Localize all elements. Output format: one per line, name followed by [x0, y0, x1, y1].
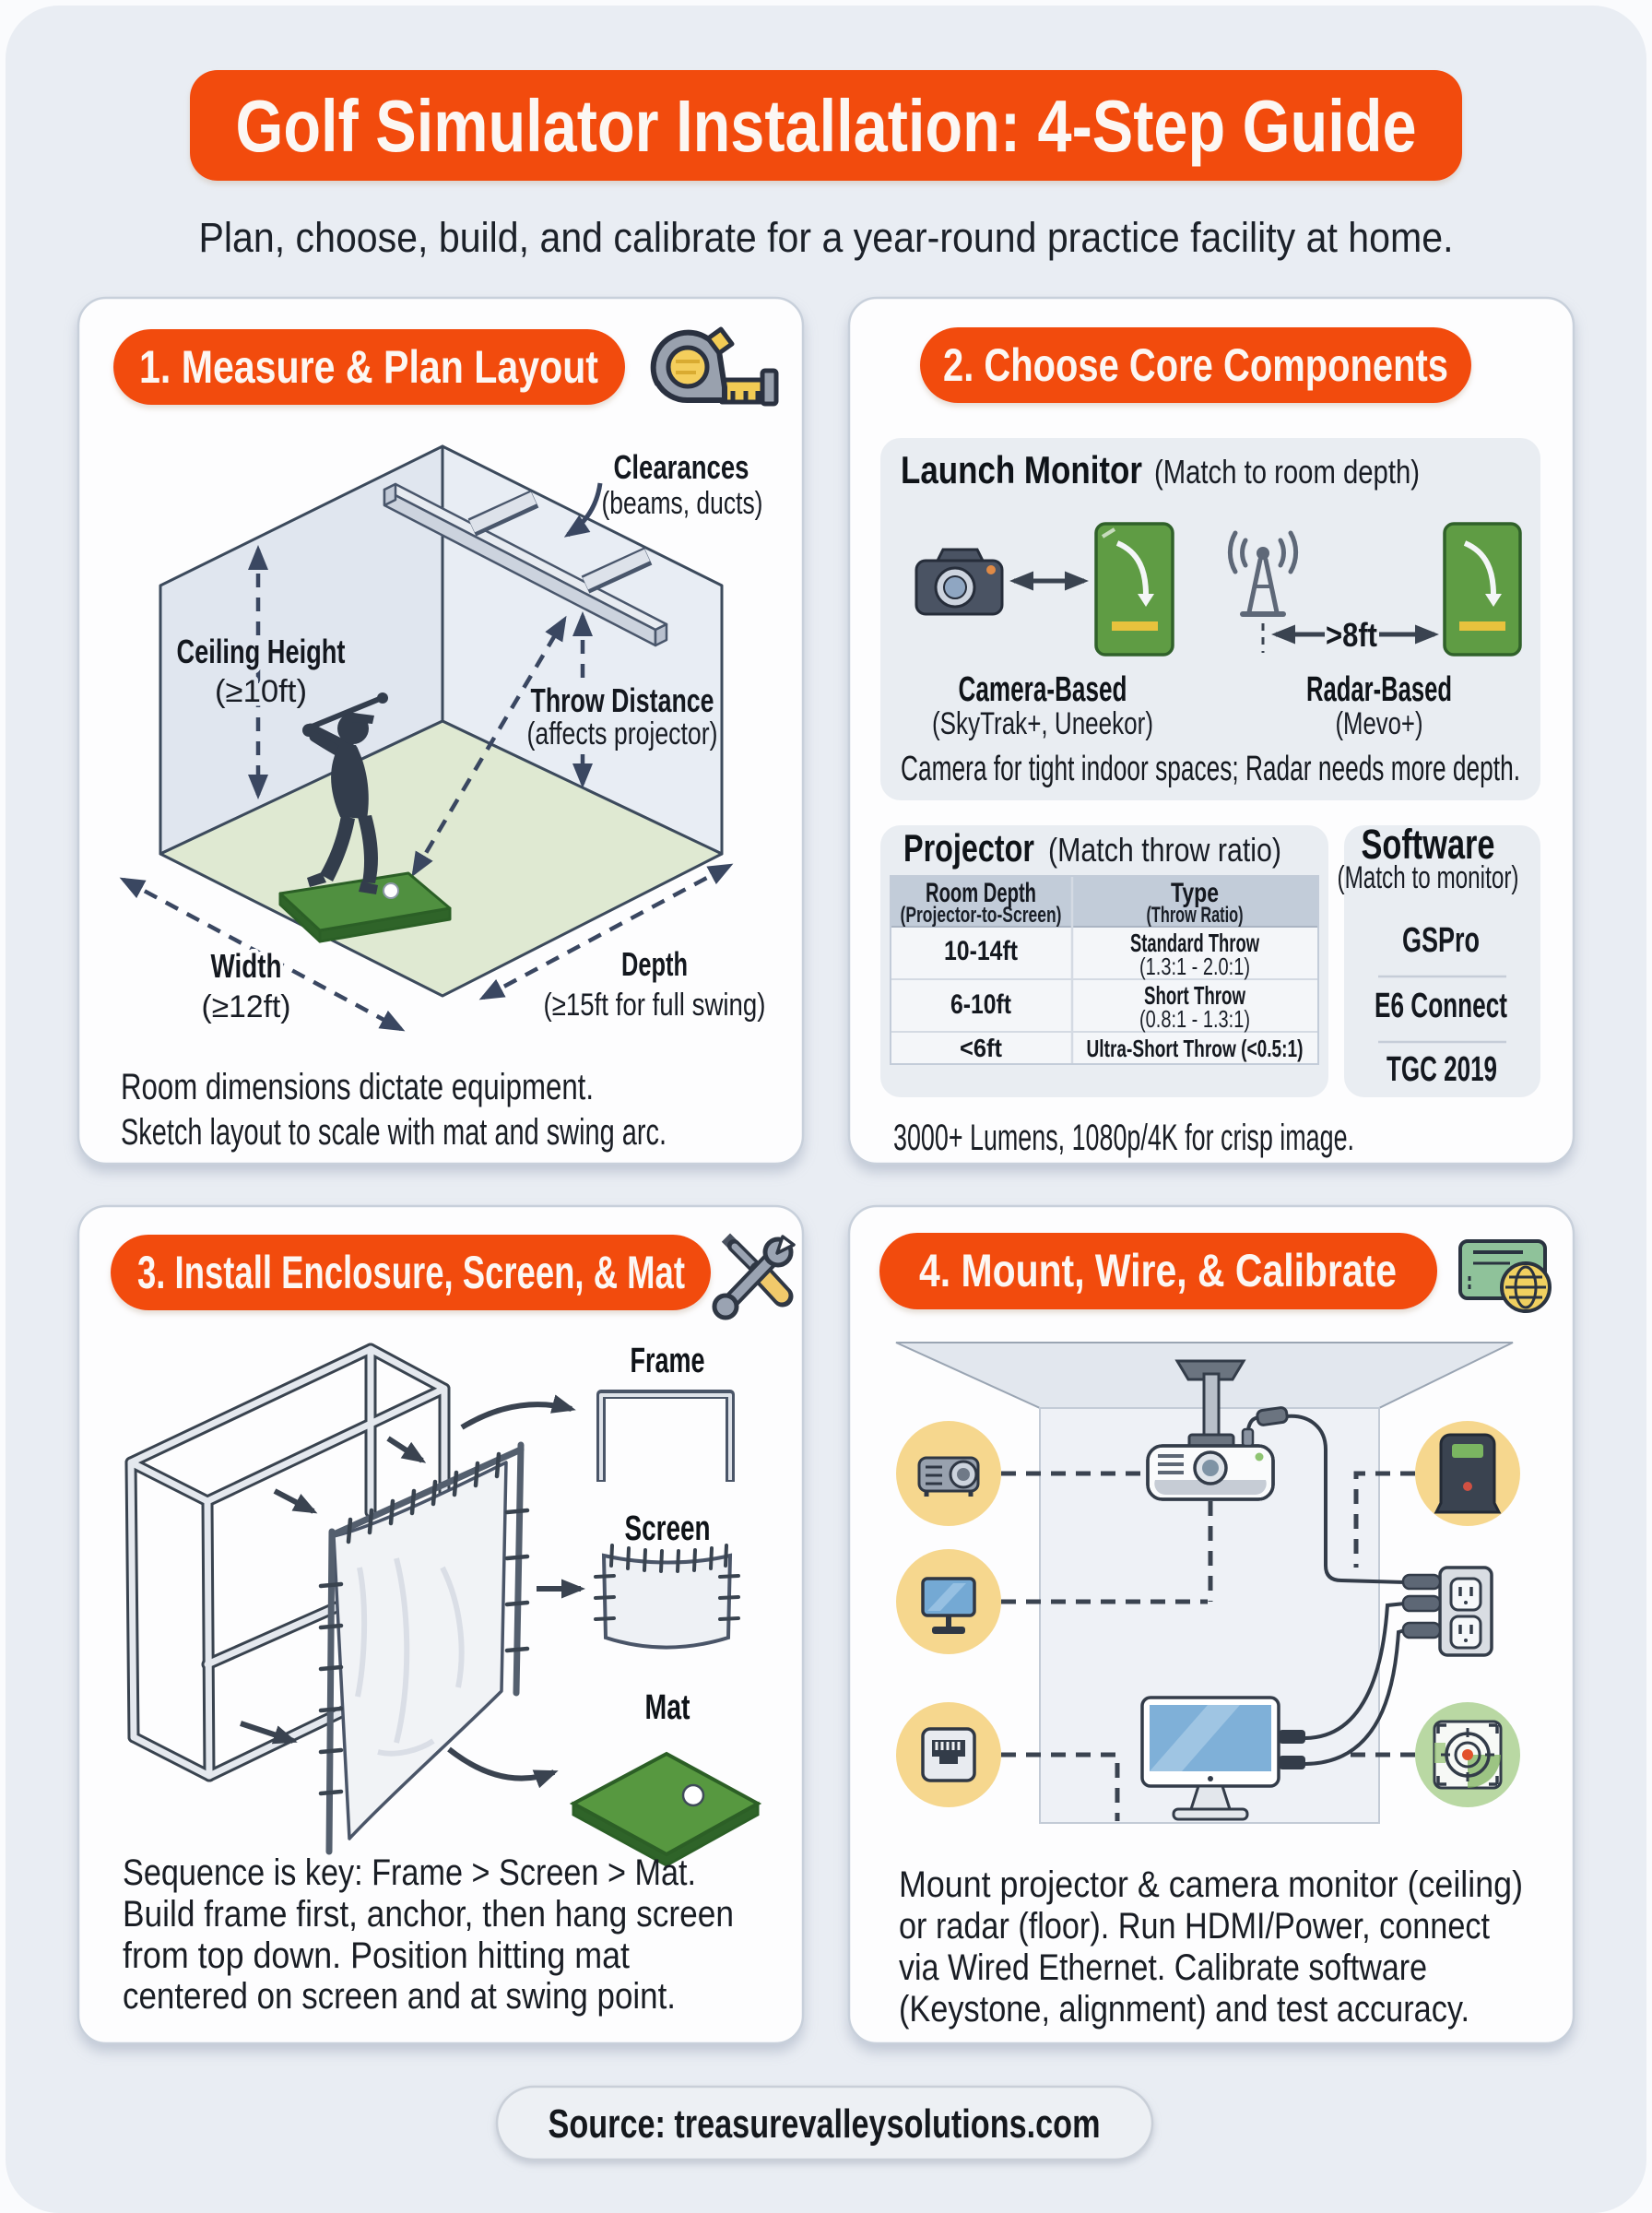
svg-text:(≥10ft): (≥10ft): [215, 674, 307, 709]
svg-text:(≥15ft for full swing): (≥15ft for full swing): [544, 988, 766, 1023]
svg-text:centered on screen and at swin: centered on screen and at swing point.: [123, 1976, 676, 2017]
svg-text:(SkyTrak+, Uneekor): (SkyTrak+, Uneekor): [932, 706, 1153, 741]
svg-text:Mat: Mat: [645, 1688, 690, 1727]
svg-text:(Match to room depth): (Match to room depth): [1154, 453, 1420, 491]
svg-text:TGC 2019: TGC 2019: [1386, 1050, 1497, 1089]
svg-text:(Throw Ratio): (Throw Ratio): [1147, 903, 1244, 928]
svg-text:1. Measure & Plan Layout: 1. Measure & Plan Layout: [139, 341, 598, 393]
svg-text:Radar-Based: Radar-Based: [1306, 670, 1452, 709]
svg-text:Standard Throw: Standard Throw: [1130, 929, 1259, 957]
svg-text:Frame: Frame: [631, 1342, 705, 1380]
svg-text:3000+ Lumens, 1080p/4K for cri: 3000+ Lumens, 1080p/4K for crisp image.: [893, 1118, 1354, 1158]
svg-text:Launch Monitor: Launch Monitor: [901, 448, 1142, 491]
svg-text:Depth: Depth: [621, 945, 688, 983]
svg-text:or radar (floor). Run HDMI/Pow: or radar (floor). Run HDMI/Power, connec…: [899, 1906, 1490, 1947]
svg-text:Room dimensions dictate equipm: Room dimensions dictate equipment.: [121, 1067, 594, 1107]
svg-text:Golf Simulator Installation: 4: Golf Simulator Installation: 4-Step Guid…: [236, 85, 1417, 167]
svg-text:(Match to monitor): (Match to monitor): [1338, 860, 1519, 895]
svg-text:Sequence is key: Frame > Scree: Sequence is key: Frame > Screen > Mat.: [123, 1852, 696, 1893]
svg-text:6-10ft: 6-10ft: [950, 989, 1011, 1020]
svg-text:(0.8:1 - 1.3:1): (0.8:1 - 1.3:1): [1139, 1005, 1250, 1033]
svg-text:Screen: Screen: [625, 1509, 711, 1548]
svg-text:(affects projector): (affects projector): [527, 716, 718, 751]
svg-text:(Keystone, alignment) and test: (Keystone, alignment) and test accuracy.: [899, 1989, 1469, 2030]
svg-text:Type: Type: [1171, 878, 1219, 908]
svg-text:from top down. Position hittin: from top down. Position hitting mat: [123, 1935, 630, 1976]
svg-text:Source: treasurevalleysolution: Source: treasurevalleysolutions.com: [549, 2101, 1101, 2147]
svg-text:Room Depth: Room Depth: [926, 878, 1036, 908]
svg-text:Plan, choose, build, and calib: Plan, choose, build, and calibrate for a…: [199, 214, 1454, 261]
svg-text:via Wired Ethernet. Calibrate: via Wired Ethernet. Calibrate software: [899, 1947, 1427, 1988]
svg-text:(1.3:1 - 2.0:1): (1.3:1 - 2.0:1): [1139, 953, 1250, 980]
svg-text:Width: Width: [211, 947, 282, 985]
svg-text:(Match throw ratio): (Match throw ratio): [1048, 831, 1281, 869]
svg-text:Camera for tight indoor spaces: Camera for tight indoor spaces; Radar ne…: [901, 750, 1520, 788]
svg-text:(≥12ft): (≥12ft): [202, 989, 291, 1024]
svg-text:Clearances: Clearances: [614, 448, 749, 486]
svg-text:Camera-Based: Camera-Based: [959, 670, 1127, 709]
svg-text:>8ft: >8ft: [1326, 616, 1377, 654]
svg-text:Ceiling Height: Ceiling Height: [177, 633, 346, 670]
svg-text:3. Install Enclosure, Screen,: 3. Install Enclosure, Screen, & Mat: [137, 1247, 685, 1298]
svg-text:2. Choose Core Components: 2. Choose Core Components: [943, 339, 1448, 391]
svg-text:Mount projector & camera monit: Mount projector & camera monitor (ceilin…: [899, 1864, 1523, 1905]
svg-text:E6 Connect: E6 Connect: [1375, 987, 1507, 1025]
svg-text:4. Mount, Wire, & Calibrate: 4. Mount, Wire, & Calibrate: [919, 1245, 1397, 1296]
svg-text:<6ft: <6ft: [960, 1034, 1002, 1062]
svg-text:GSPro: GSPro: [1402, 921, 1480, 960]
svg-text:Ultra-Short Throw (<0.5:1): Ultra-Short Throw (<0.5:1): [1087, 1035, 1304, 1062]
svg-text:(beams, ducts): (beams, ducts): [602, 486, 763, 521]
svg-text:Build frame first, anchor, the: Build frame first, anchor, then hang scr…: [123, 1894, 734, 1935]
svg-text:Throw Distance: Throw Distance: [531, 681, 714, 719]
svg-text:Short Throw: Short Throw: [1144, 981, 1245, 1010]
svg-text:10-14ft: 10-14ft: [944, 936, 1018, 966]
svg-text:Projector: Projector: [903, 826, 1034, 870]
svg-text:(Mevo+): (Mevo+): [1336, 706, 1423, 741]
svg-text:(Projector-to-Screen): (Projector-to-Screen): [901, 903, 1062, 928]
svg-text:Software: Software: [1362, 821, 1495, 868]
svg-text:Sketch layout to scale with ma: Sketch layout to scale with mat and swin…: [121, 1112, 667, 1153]
